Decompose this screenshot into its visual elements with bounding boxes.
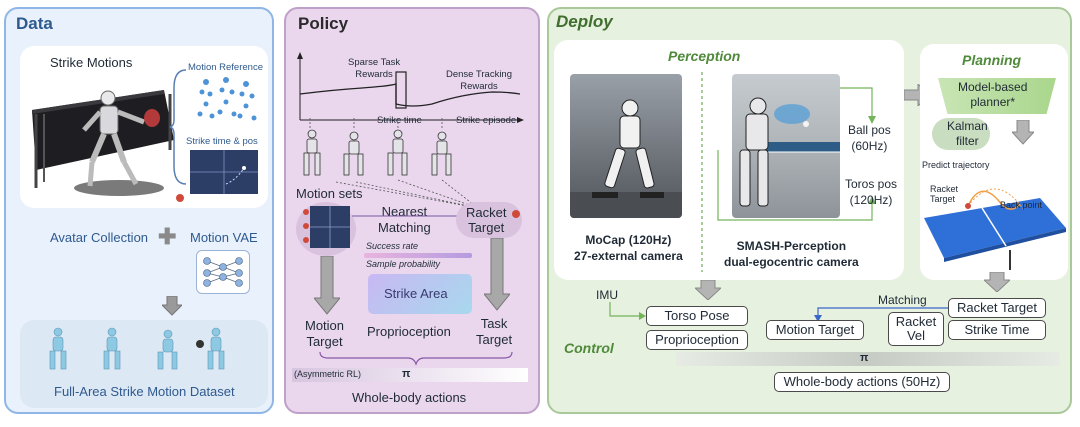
motion-reference-skeletons: [197, 77, 257, 121]
task-target-label: Task Target: [476, 316, 513, 347]
control-title: Control: [564, 340, 614, 356]
racket-target-icon: [512, 210, 520, 218]
dense-rewards-label: Dense Tracking Rewards: [446, 69, 513, 92]
strike-plot-thumbnail: [190, 150, 258, 194]
perception-divider: [701, 72, 703, 272]
motion-sets-label: Motion sets: [296, 186, 363, 201]
ball-pos-label: Ball pos (60Hz): [848, 123, 891, 153]
racket-vel-label: Racket Vel: [895, 314, 937, 343]
motion-sets-plot: [303, 206, 350, 248]
matching-label: Matching: [878, 293, 927, 307]
motion-vae-label: Motion VAE: [190, 230, 258, 245]
sparse-rewards-label: Sparse Task Rewards: [348, 57, 401, 80]
strike-area-label: Strike Area: [384, 286, 448, 301]
vae-network-icon: [196, 250, 250, 294]
motion-target-label: Motion Target: [305, 318, 345, 349]
planner-box: [938, 78, 1056, 114]
motion-reference-label: Motion Reference: [188, 62, 263, 73]
toros-pos-label: Toros pos (120Hz): [845, 177, 898, 207]
reward-curve-plot: [297, 52, 524, 123]
asymmetric-rl-label: (Asymmetric RL): [294, 369, 361, 379]
racket-target-oval: [456, 202, 522, 238]
perception-title: Perception: [668, 48, 741, 64]
policy-pi-label: π: [402, 368, 411, 380]
strike-time-label: Strike time: [377, 115, 422, 126]
imu-label: IMU: [596, 288, 618, 302]
mocap-photo: [570, 74, 682, 218]
racket-target-label: Racket Target: [466, 205, 507, 235]
avatar-collection-label: Avatar Collection: [50, 230, 149, 245]
matching-line: [352, 215, 458, 217]
racket-target-plan-label: Racket Target: [930, 184, 959, 204]
down-arrow-planning: [984, 272, 1010, 292]
back-point-label: Back point: [1000, 200, 1043, 210]
proprioception-label: Proprioception: [367, 324, 451, 339]
whole-body-actions-box: Whole-body actions (50Hz): [774, 372, 950, 392]
robot-pose-sequence: [303, 129, 452, 176]
predict-trajectory-label: Predict trajectory: [922, 160, 990, 170]
strike-time-control-label: Strike Time: [964, 322, 1030, 337]
strike-time-pos-label: Strike time & pos: [186, 136, 258, 147]
control-pi-label: π: [860, 352, 869, 364]
asymmetric-rl-bar: [292, 368, 528, 382]
strike-area-box: [368, 274, 472, 314]
smash-photo: [732, 74, 840, 218]
plus-icon: ✚: [158, 224, 177, 249]
racket-vel-box: Racket Vel: [888, 312, 944, 346]
mocap-label: MoCap (120Hz) 27-external camera: [574, 233, 683, 263]
down-arrow-data: [162, 296, 182, 316]
smash-label: SMASH-Perception dual-egocentric camera: [724, 239, 859, 269]
planning-title: Planning: [962, 52, 1022, 68]
robot-table-illustration: [32, 90, 174, 196]
bracket: [169, 69, 187, 185]
success-rate-bar: [364, 253, 472, 258]
down-arrow-perception: [695, 280, 721, 300]
imu-connector: [609, 302, 646, 320]
torso-pose-box: Torso Pose: [646, 306, 748, 326]
nearest-matching-label: Nearest Matching: [378, 204, 431, 235]
down-arrow-motion: [314, 256, 340, 315]
planner-label: Model-based planner*: [958, 80, 1028, 109]
torso-pose-label: Torso Pose: [664, 308, 730, 323]
dataset-label: Full-Area Strike Motion Dataset: [54, 384, 235, 399]
matching-connector: [814, 307, 948, 322]
policy-actions-label: Whole-body actions: [352, 390, 467, 405]
success-rate-label: Success rate: [366, 241, 419, 251]
motion-target-box: Motion Target: [766, 320, 864, 340]
kalman-label: Kalman filter: [947, 119, 988, 148]
trajectory-table: [924, 188, 1066, 270]
pi-bar: [676, 352, 1060, 366]
dashed-connectors: [309, 118, 479, 209]
racket-target-control-label: Racket Target: [957, 300, 1037, 315]
whole-body-actions-label: Whole-body actions (50Hz): [783, 374, 941, 389]
policy-panel-title: Policy: [298, 14, 349, 33]
proprioception-box: Proprioception: [646, 330, 748, 350]
kalman-oval: [932, 118, 990, 150]
up-arrow-planner: [1012, 120, 1034, 145]
policy-brace: [319, 351, 513, 366]
motion-target-control-label: Motion Target: [775, 322, 855, 337]
sample-probability-label: Sample probability: [366, 259, 441, 269]
racket-target-box: Racket Target: [948, 298, 1046, 318]
down-arrow-task: [484, 238, 510, 311]
data-panel-title: Data: [16, 14, 53, 33]
strike-motions-label: Strike Motions: [50, 55, 133, 70]
strike-episode-label: Strike episode: [456, 115, 517, 126]
dataset-robots: [49, 327, 225, 370]
strike-time-box: Strike Time: [948, 320, 1046, 340]
perception-connectors: [717, 87, 876, 221]
deploy-panel-title: Deploy: [556, 12, 613, 31]
proprioception-control-label: Proprioception: [655, 332, 739, 347]
racket-icon: [176, 194, 184, 202]
